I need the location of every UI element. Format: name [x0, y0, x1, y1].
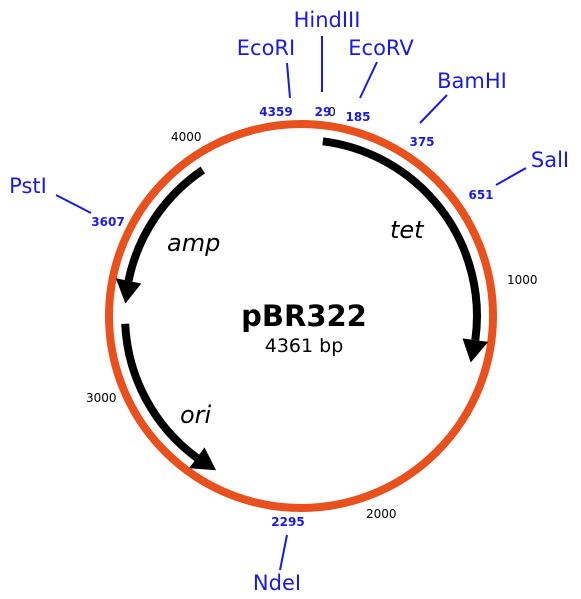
site-position: 2295 — [271, 515, 304, 529]
site-psti: PstI 3607 — [9, 174, 125, 229]
site-name: SalI — [531, 148, 569, 172]
tet-gene-arrow — [322, 137, 481, 341]
tick-label-2000: 2000 — [366, 507, 397, 521]
site-leader-line — [55, 194, 92, 214]
site-position: 375 — [409, 135, 434, 149]
amp-label: amp — [167, 229, 220, 257]
site-leader-line — [279, 534, 288, 571]
site-ecori: EcoRI 4359 — [237, 36, 295, 119]
site-bamhi: BamHI 375 — [409, 69, 506, 149]
site-name: PstI — [9, 174, 47, 198]
site-position: 4359 — [259, 105, 292, 119]
site-position: 3607 — [91, 215, 124, 229]
plasmid-backbone — [105, 120, 497, 512]
plasmid-size: 4361 bp — [265, 335, 344, 357]
tet-arrowhead — [462, 338, 489, 363]
site-position: 651 — [468, 188, 493, 202]
site-position: 29 — [315, 105, 332, 119]
tet-label: tet — [390, 216, 425, 244]
plasmid-name: pBR322 — [241, 299, 367, 333]
tick-label-3000: 3000 — [86, 391, 117, 405]
site-name: NdeI — [253, 571, 301, 595]
site-name: EcoRV — [348, 36, 414, 60]
site-leader-line — [286, 62, 291, 99]
tick-label-4000: 4000 — [171, 130, 202, 144]
ori-label: ori — [180, 401, 212, 429]
site-ndei: NdeI 2295 — [253, 515, 305, 595]
tick-label-0: 0 — [328, 105, 336, 119]
site-name: BamHI — [437, 69, 507, 93]
ori-arrow — [121, 323, 200, 462]
site-ecorv: EcoRV 185 — [345, 36, 414, 124]
ori-arrowhead — [189, 447, 217, 471]
site-name: HindIII — [294, 8, 361, 32]
site-leader-line — [495, 167, 527, 186]
amp-gene-arrow — [124, 166, 206, 282]
site-sali: SalI 651 — [468, 148, 569, 202]
site-leader-line — [419, 94, 448, 124]
amp-arrowhead — [115, 278, 142, 304]
tick-label-1000: 1000 — [507, 273, 538, 287]
site-leader-line — [359, 61, 378, 99]
site-hindiii: HindIII 29 — [294, 8, 361, 119]
site-position: 185 — [345, 110, 370, 124]
site-name: EcoRI — [237, 36, 295, 60]
